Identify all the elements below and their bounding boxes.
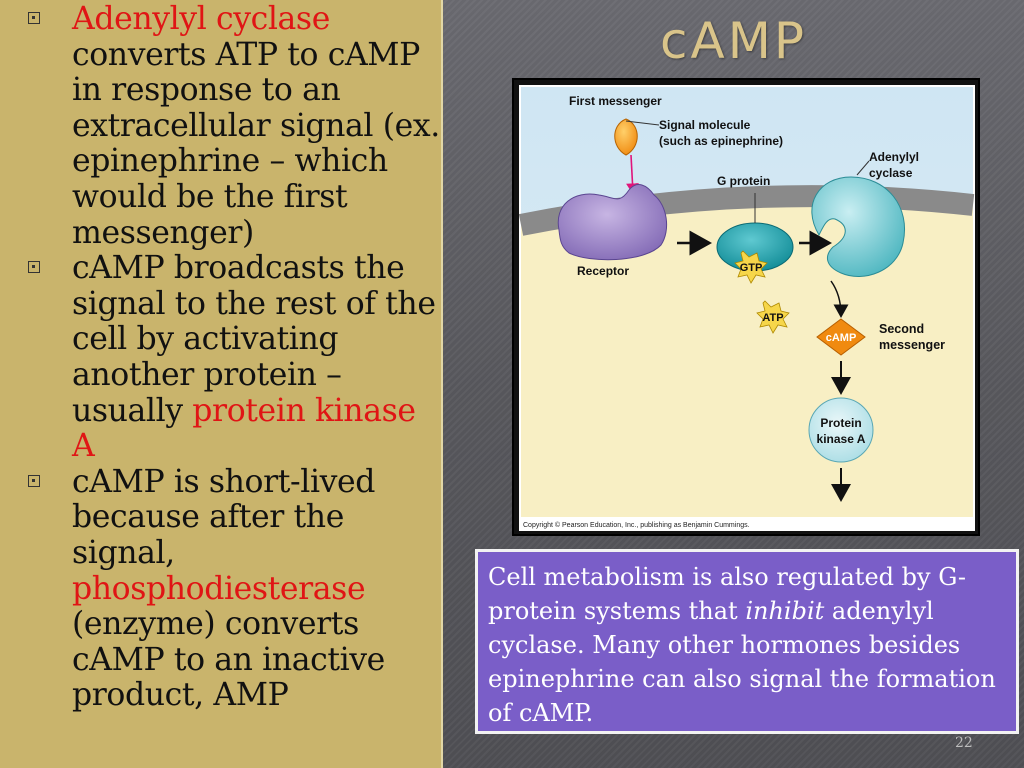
bullet-1-highlight: Adenylyl cyclase [72,1,330,37]
text-panel: Adenylyl cyclase converts ATP to cAMP in… [0,0,443,768]
bullet-3-text-after: (enzyme) converts cAMP to an inactive pr… [72,606,385,714]
camp-pathway-svg: First messenger Signal molecule (such as… [518,85,975,531]
label-second-2: messenger [879,338,945,352]
bullet-3-highlight: phosphodiesterase [72,570,366,607]
label-atp: ATP [762,312,783,324]
label-receptor: Receptor [577,264,629,278]
label-adenylyl-2: cyclase [869,166,913,180]
bullet-2-text: cAMP broadcasts the signal to the rest o… [72,250,436,429]
diagram-frame: First messenger Signal molecule (such as… [512,78,980,536]
bullet-list: Adenylyl cyclase converts ATP to cAMP in… [22,1,440,714]
bullet-2: cAMP broadcasts the signal to the rest o… [22,250,440,465]
bullet-square-icon [28,474,40,487]
camp-diagram: First messenger Signal molecule (such as… [518,85,975,531]
bullet-square-icon [28,261,40,274]
label-signal-molecule-1: Signal molecule [659,118,751,132]
label-second-1: Second [879,322,924,336]
slide-number: 22 [955,735,973,751]
label-camp: cAMP [826,332,857,344]
label-pka-1: Protein [820,416,861,430]
label-pka-2: kinase A [817,432,866,446]
label-adenylyl-1: Adenylyl [869,150,919,164]
copyright-text: Copyright © Pearson Education, Inc., pub… [523,521,750,529]
callout-box: Cell metabolism is also regulated by G-p… [475,549,1019,734]
bullet-square-icon [28,12,40,24]
bullet-3-text-before: cAMP is short-lived because after the si… [72,463,376,571]
bullet-1-text: converts ATP to cAMP in response to an e… [72,36,440,251]
label-gtp: GTP [740,262,763,274]
label-g-protein: G protein [717,174,770,188]
callout-text-1: Cell metabolism is also regulated by G-p… [488,563,966,625]
slide-title: cAMP [660,12,807,70]
label-first-messenger: First messenger [569,94,662,108]
bullet-2-highlight: protein kinase A [72,392,416,465]
bullet-3: cAMP is short-lived because after the si… [22,463,440,714]
bullet-1: Adenylyl cyclase converts ATP to cAMP in… [22,1,440,251]
callout-text-2: adenylyl cyclase. Many other hormones be… [488,597,996,727]
label-signal-molecule-2: (such as epinephrine) [659,134,783,148]
callout-italic: inhibit [745,597,825,625]
